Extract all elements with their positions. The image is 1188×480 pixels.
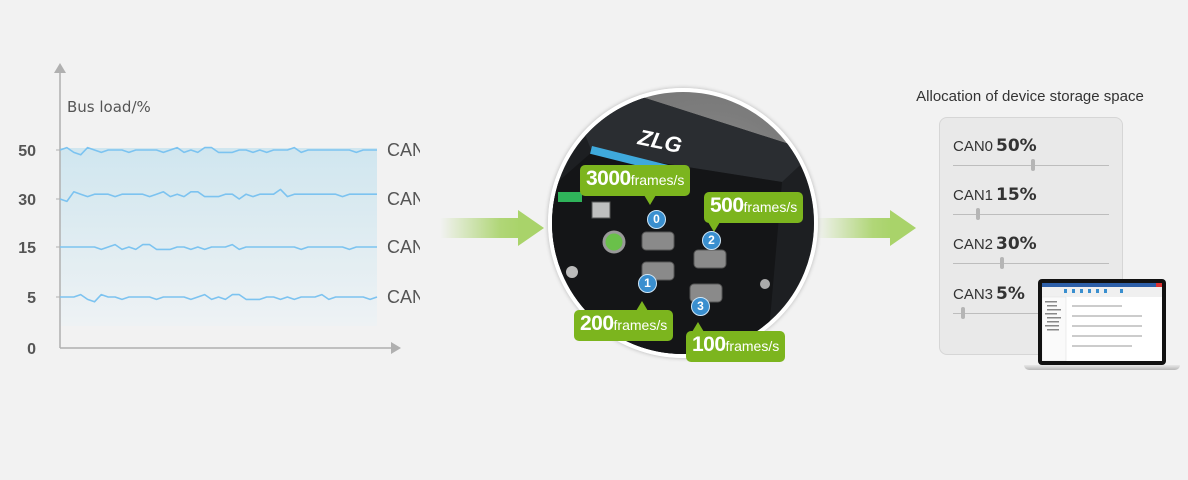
series-line-can1 (60, 243, 377, 251)
series-label-can2: CAN2 (387, 189, 420, 209)
channel-percent: 50% (996, 136, 1037, 156)
port-2-badge: 2 (702, 231, 721, 250)
channel-name: CAN0 (953, 138, 994, 155)
channel-percent: 30% (996, 234, 1037, 254)
port-3-rate-bubble: 100frames/s (686, 322, 786, 362)
series-label-can0: CAN0 (387, 140, 420, 160)
channel-name: CAN2 (953, 236, 994, 253)
series-line-can2 (59, 188, 377, 203)
series-line-can3 (60, 293, 378, 303)
y-tick-label: 30 (18, 192, 36, 209)
allocation-slider-thumb[interactable] (1031, 159, 1035, 171)
flow-arrow-right-icon (816, 210, 916, 246)
y-tick-label: 15 (18, 240, 36, 257)
channel-percent: 5% (996, 284, 1025, 304)
channel-percent: 15% (996, 185, 1037, 205)
series-label-can1: CAN1 (387, 237, 420, 257)
allocation-slider-track[interactable] (953, 214, 1109, 215)
allocation-slider-track[interactable] (953, 263, 1109, 264)
y-tick-label: 0 (27, 341, 36, 358)
software-window-screenshot (1042, 283, 1162, 361)
y-tick-label: 50 (18, 143, 36, 160)
port-0-rate-bubble: 3000frames/s (580, 165, 691, 205)
series-label-can3: CAN3 (387, 287, 420, 307)
laptop-software-illustration (1024, 279, 1180, 373)
allocation-slider-thumb[interactable] (976, 208, 981, 220)
y-axis-arrow-icon (54, 63, 66, 73)
y-axis-label: Bus load/% (67, 98, 151, 116)
channel-name: CAN1 (953, 187, 994, 204)
port-3-badge: 3 (691, 297, 710, 316)
port-1-rate-bubble: 200frames/s (574, 301, 674, 341)
x-axis-arrow-icon (391, 342, 401, 354)
port-2-rate-bubble: 500frames/s (704, 192, 804, 232)
storage-title: Allocation of device storage space (916, 88, 1144, 105)
can-device-illustration: ZLG (552, 97, 814, 354)
y-tick-label: 5 (27, 290, 36, 307)
series-line-can0 (59, 146, 377, 156)
allocation-slider-track[interactable] (953, 313, 1109, 314)
flow-arrow-right-icon (440, 210, 544, 246)
port-0-badge: 0 (647, 210, 666, 229)
allocation-slider-thumb[interactable] (960, 307, 965, 319)
allocation-slider-thumb[interactable] (999, 257, 1004, 269)
channel-name: CAN3 (953, 286, 994, 303)
port-1-badge: 1 (638, 274, 657, 293)
